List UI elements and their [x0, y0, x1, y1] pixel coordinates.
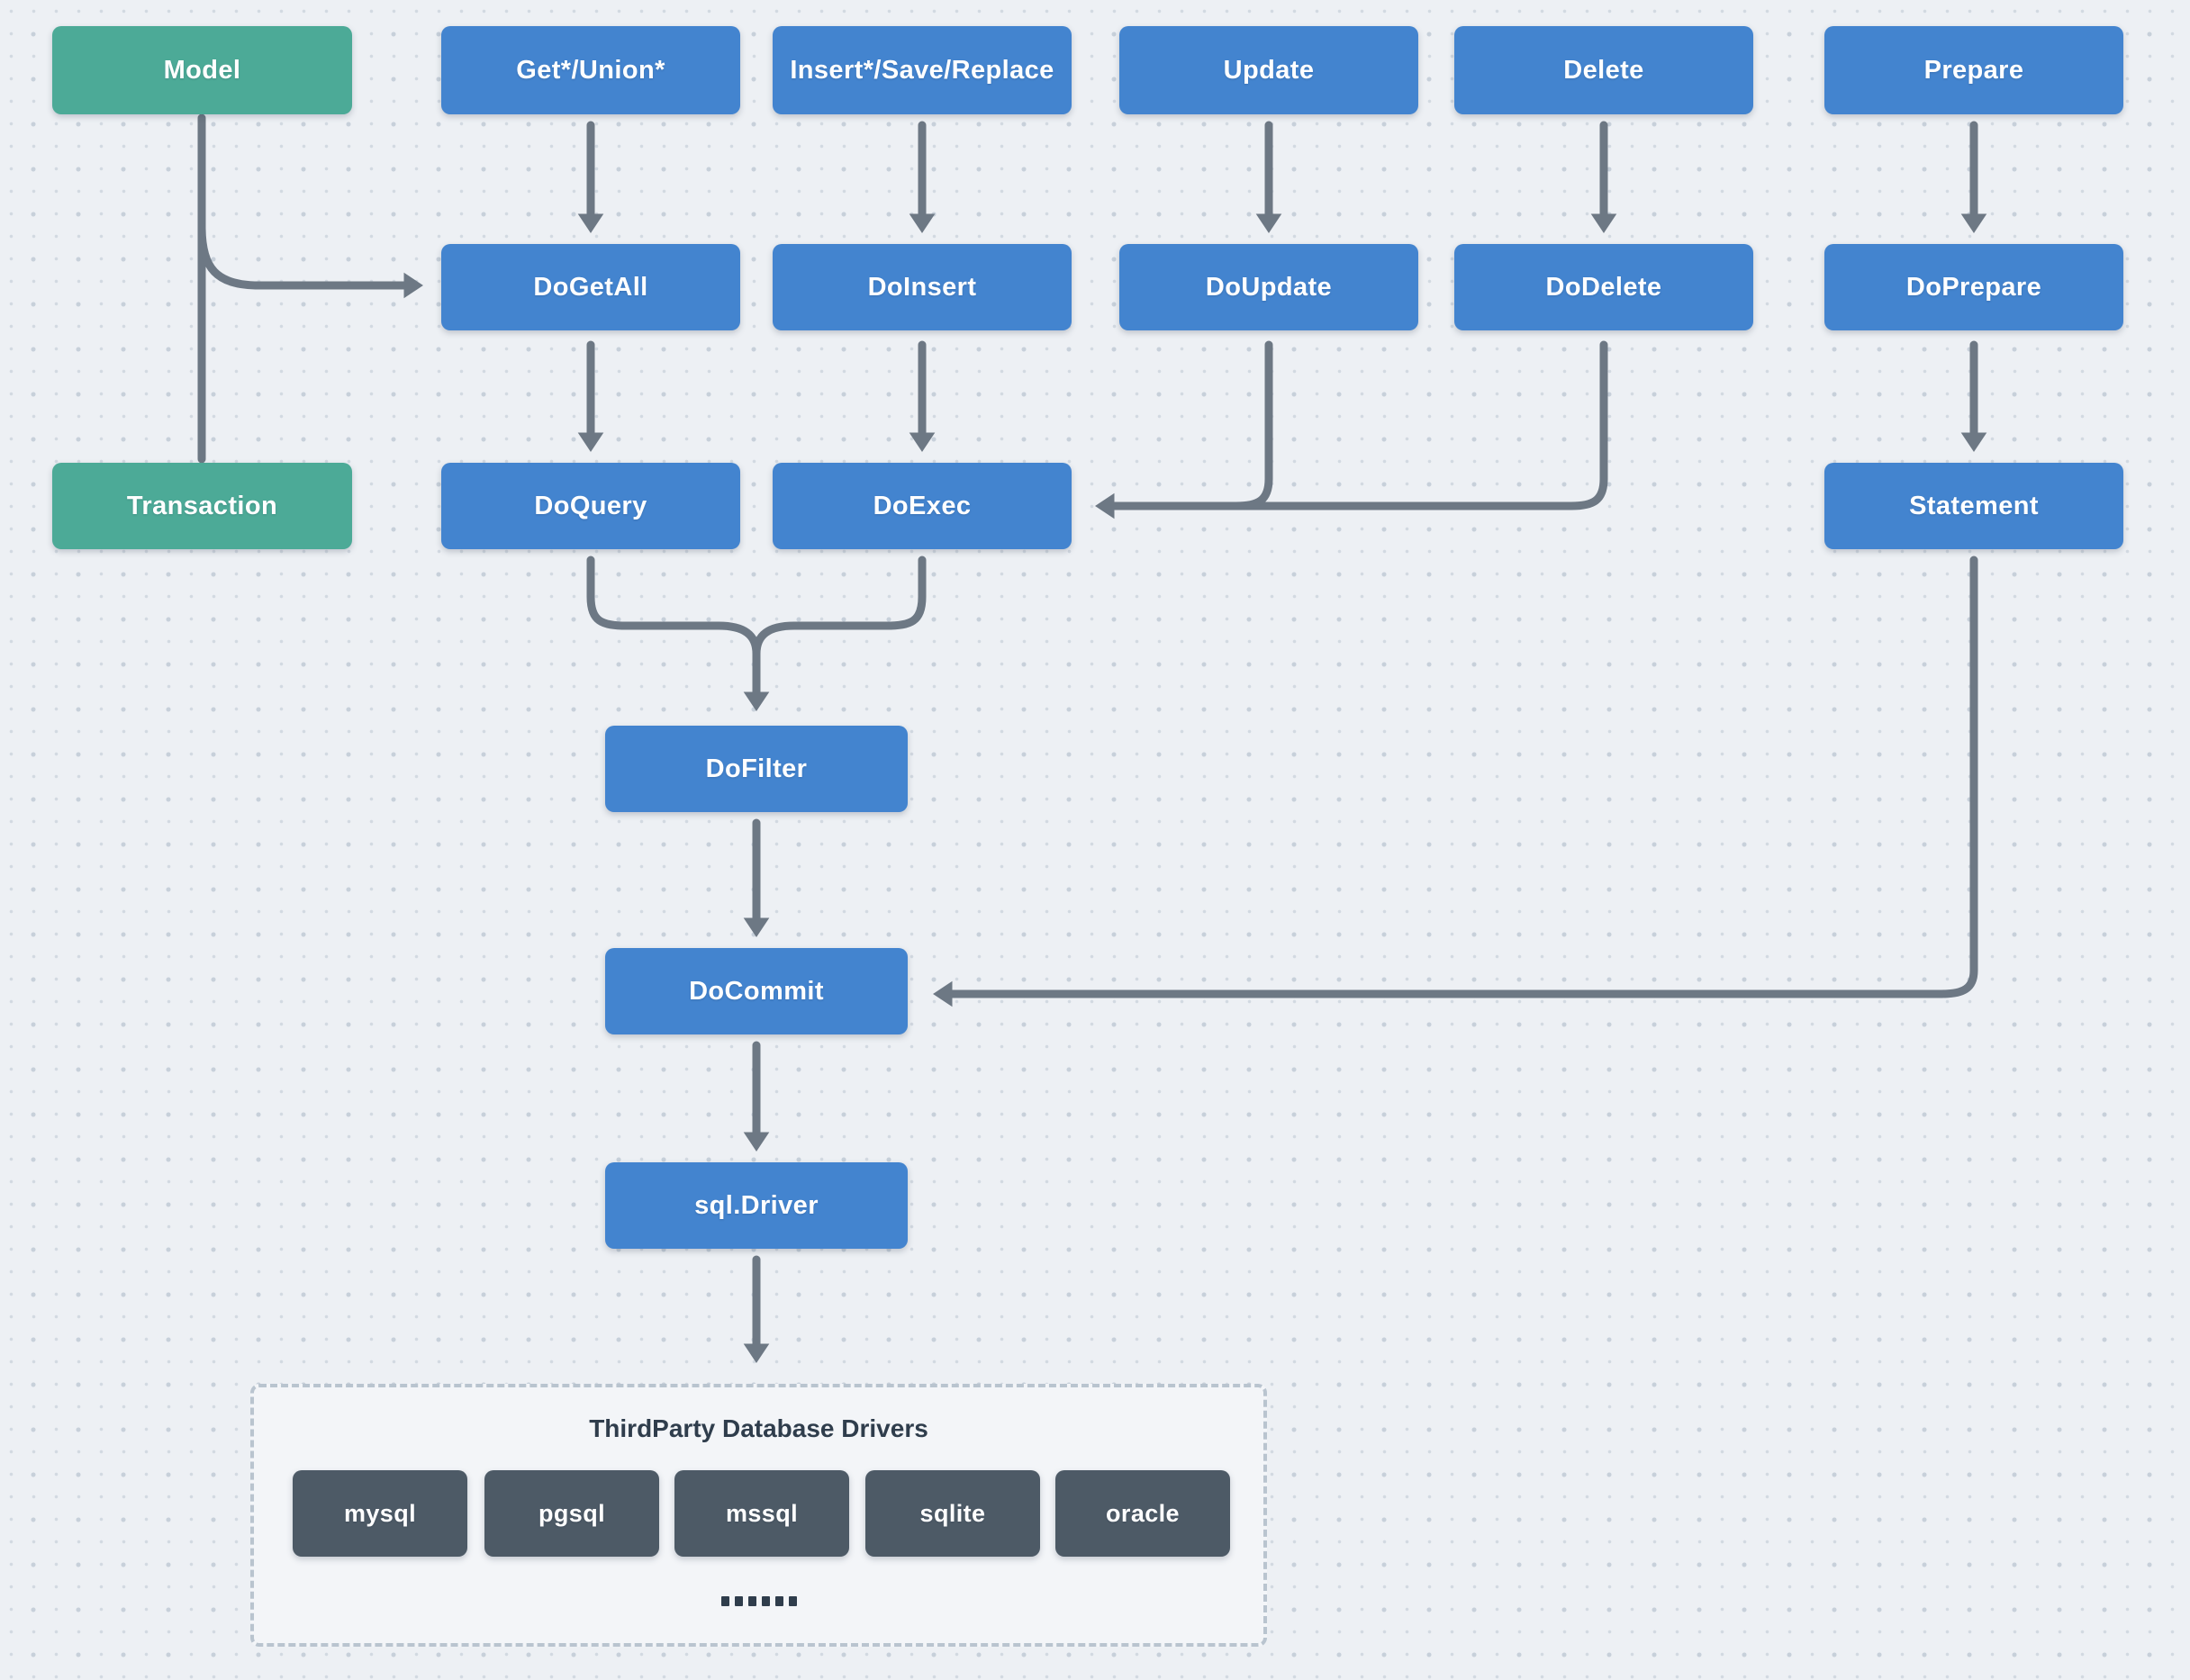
thirdparty-drivers-title: ThirdParty Database Drivers — [589, 1414, 928, 1442]
node-doexec: DoExec — [773, 463, 1072, 549]
node-doupdate: DoUpdate — [1119, 244, 1418, 330]
node-get-union: Get*/Union* — [441, 26, 740, 114]
node-docommit: DoCommit — [605, 948, 908, 1034]
node-prepare: Prepare — [1824, 26, 2123, 114]
edge-dodelete-to-doexec — [1121, 340, 1608, 510]
node-dofilter: DoFilter — [605, 726, 908, 812]
node-model: Model — [52, 26, 352, 114]
node-dogetall: DoGetAll — [441, 244, 740, 330]
node-delete: Delete — [1454, 26, 1753, 114]
node-statement: Statement — [1824, 463, 2123, 549]
node-doprepare: DoPrepare — [1824, 244, 2123, 330]
edge-doquery-to-dofilter — [586, 555, 770, 711]
driver-sqlite: sqlite — [865, 1470, 1040, 1557]
driver-mysql: mysql — [293, 1470, 467, 1557]
node-transaction: Transaction — [52, 463, 352, 549]
node-update: Update — [1119, 26, 1418, 114]
node-dodelete: DoDelete — [1454, 244, 1753, 330]
thirdparty-drivers-panel: ThirdParty Database Drivers mysql pgsql … — [250, 1384, 1267, 1647]
node-sql-driver: sql.Driver — [605, 1162, 908, 1249]
edge-statement-to-docommit — [933, 555, 1978, 1007]
driver-oracle: oracle — [1055, 1470, 1230, 1557]
driver-pgsql: pgsql — [484, 1470, 659, 1557]
node-doinsert: DoInsert — [773, 244, 1072, 330]
edge-model-branch-to-dogetall — [197, 222, 423, 299]
node-doquery: DoQuery — [441, 463, 740, 549]
ellipsis-dots — [254, 1596, 1263, 1606]
node-insert-save-replace: Insert*/Save/Replace — [773, 26, 1072, 114]
edge-doupdate-to-doexec — [1095, 340, 1273, 519]
driver-mssql: mssql — [674, 1470, 849, 1557]
edge-doexec-to-dofilter — [752, 555, 927, 658]
